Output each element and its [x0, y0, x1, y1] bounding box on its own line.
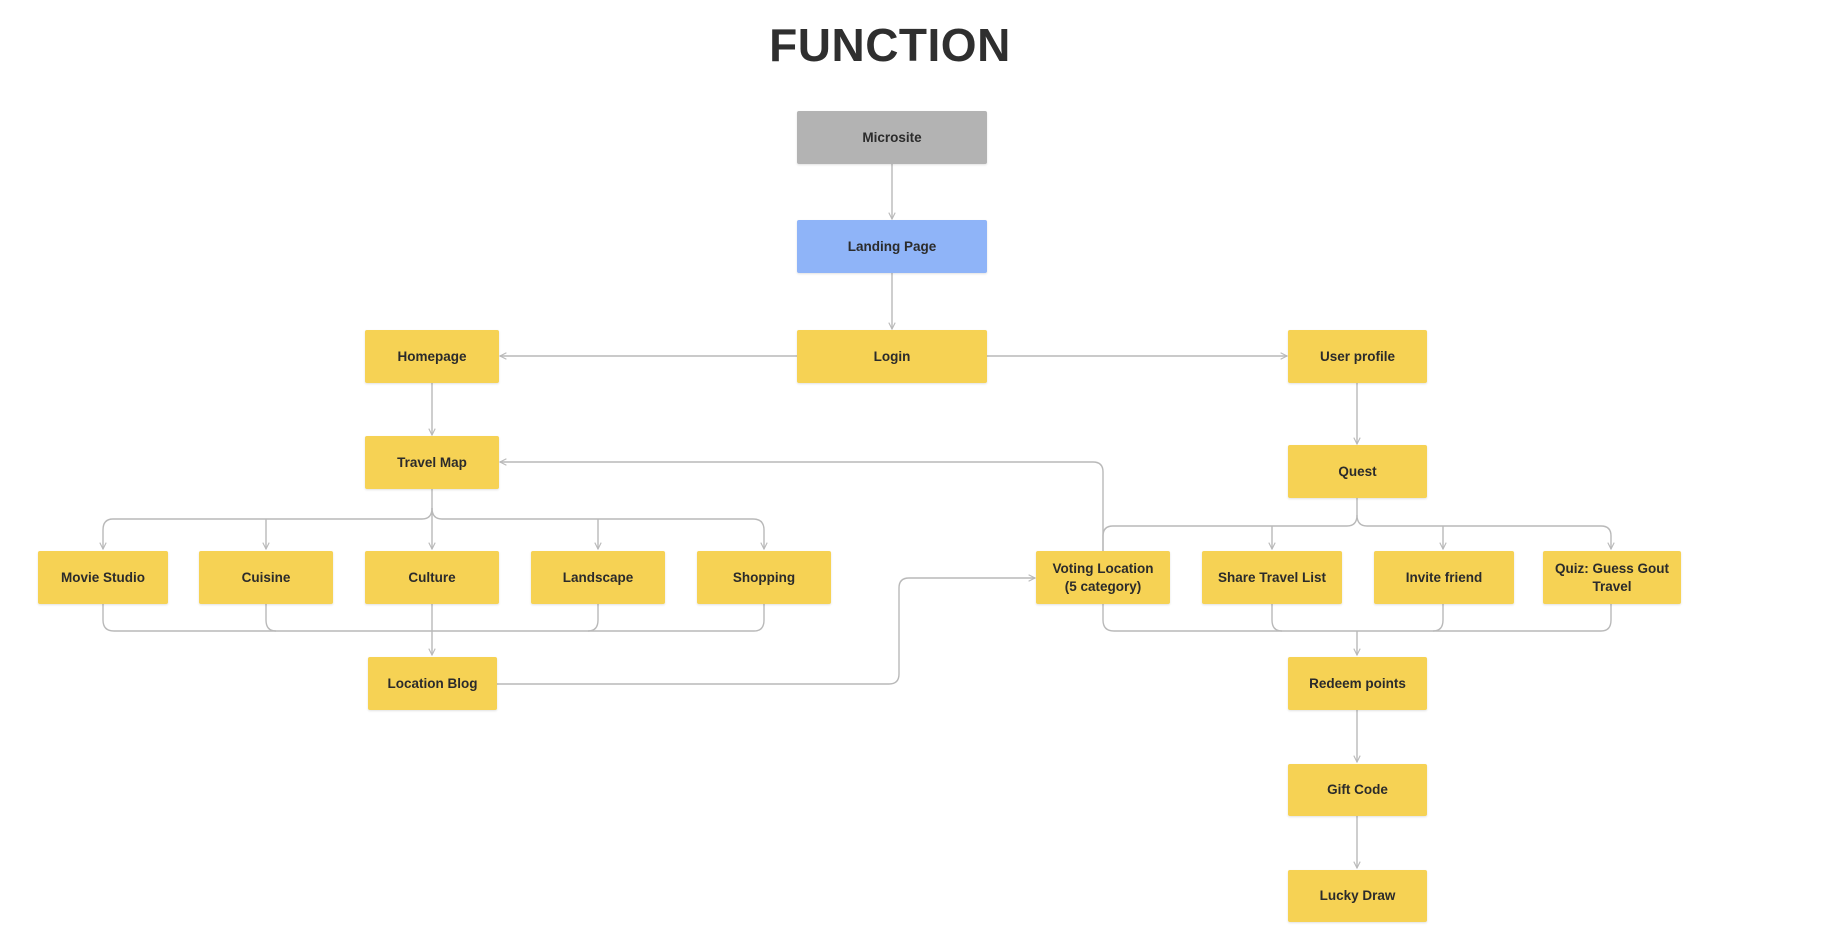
node-shopping[interactable]: Shopping [697, 551, 831, 604]
node-landscape[interactable]: Landscape [531, 551, 665, 604]
node-redeem-points[interactable]: Redeem points [1288, 657, 1427, 710]
connector-invite-bus [1432, 604, 1444, 632]
node-culture[interactable]: Culture [365, 551, 499, 604]
node-lucky-draw[interactable]: Lucky Draw [1288, 870, 1427, 922]
connector-cuisine-bus [265, 604, 277, 632]
connector-quest-bus-right [1356, 514, 1611, 549]
connector-categories-bus [102, 604, 765, 632]
node-travel-map[interactable]: Travel Map [365, 436, 499, 489]
connector-landscape-bus [587, 604, 599, 632]
node-share-travel-list[interactable]: Share Travel List [1202, 551, 1342, 604]
connector-travelmap-bus [431, 489, 764, 549]
node-cuisine[interactable]: Cuisine [199, 551, 333, 604]
node-location-blog[interactable]: Location Blog [368, 657, 497, 710]
node-homepage[interactable]: Homepage [365, 330, 499, 383]
node-microsite[interactable]: Microsite [797, 111, 987, 164]
node-login[interactable]: Login [797, 330, 987, 383]
connector-travelmap-bus-left [103, 507, 433, 549]
connector-share-bus [1271, 604, 1283, 632]
node-movie-studio[interactable]: Movie Studio [38, 551, 168, 604]
connector-questitems-bus [1102, 604, 1612, 632]
node-invite-friend[interactable]: Invite friend [1374, 551, 1514, 604]
node-user-profile[interactable]: User profile [1288, 330, 1427, 383]
connector-quest-bus [1102, 498, 1358, 551]
node-quest[interactable]: Quest [1288, 445, 1427, 498]
node-voting-location[interactable]: Voting Location (5 category) [1036, 551, 1170, 604]
node-quiz[interactable]: Quiz: Guess Gout Travel [1543, 551, 1681, 604]
diagram-title: FUNCTION [769, 19, 1011, 71]
connector-voting-travelmap [500, 462, 1104, 551]
node-landing-page[interactable]: Landing Page [797, 220, 987, 273]
node-gift-code[interactable]: Gift Code [1288, 764, 1427, 816]
